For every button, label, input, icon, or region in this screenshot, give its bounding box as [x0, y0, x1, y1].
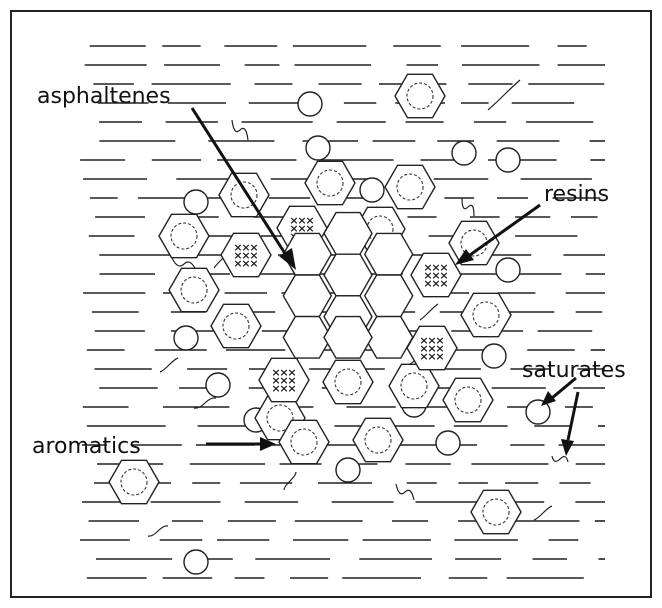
- small-circle: [496, 258, 520, 282]
- small-circle: [360, 178, 384, 202]
- small-circle: [184, 190, 208, 214]
- resin-mark: ×: [287, 382, 296, 395]
- label-aromatics: aromatics: [32, 434, 141, 459]
- small-circle: [306, 136, 330, 160]
- label-asphaltenes: asphaltenes: [37, 84, 171, 109]
- label-saturates: saturates: [522, 358, 626, 383]
- resin-mark: ×: [435, 350, 444, 363]
- label-resins: resins: [544, 182, 609, 207]
- resin-mark: ×: [249, 257, 258, 270]
- small-circle: [452, 141, 476, 165]
- small-circle: [174, 326, 198, 350]
- small-circle: [336, 458, 360, 482]
- asphaltene-cluster: [283, 213, 412, 359]
- small-circle: [298, 92, 322, 116]
- small-circle: [482, 344, 506, 368]
- small-circle: [436, 431, 460, 455]
- small-circle: [184, 550, 208, 574]
- resin-mark: ×: [439, 277, 448, 290]
- small-circle: [496, 148, 520, 172]
- small-circle: [206, 373, 230, 397]
